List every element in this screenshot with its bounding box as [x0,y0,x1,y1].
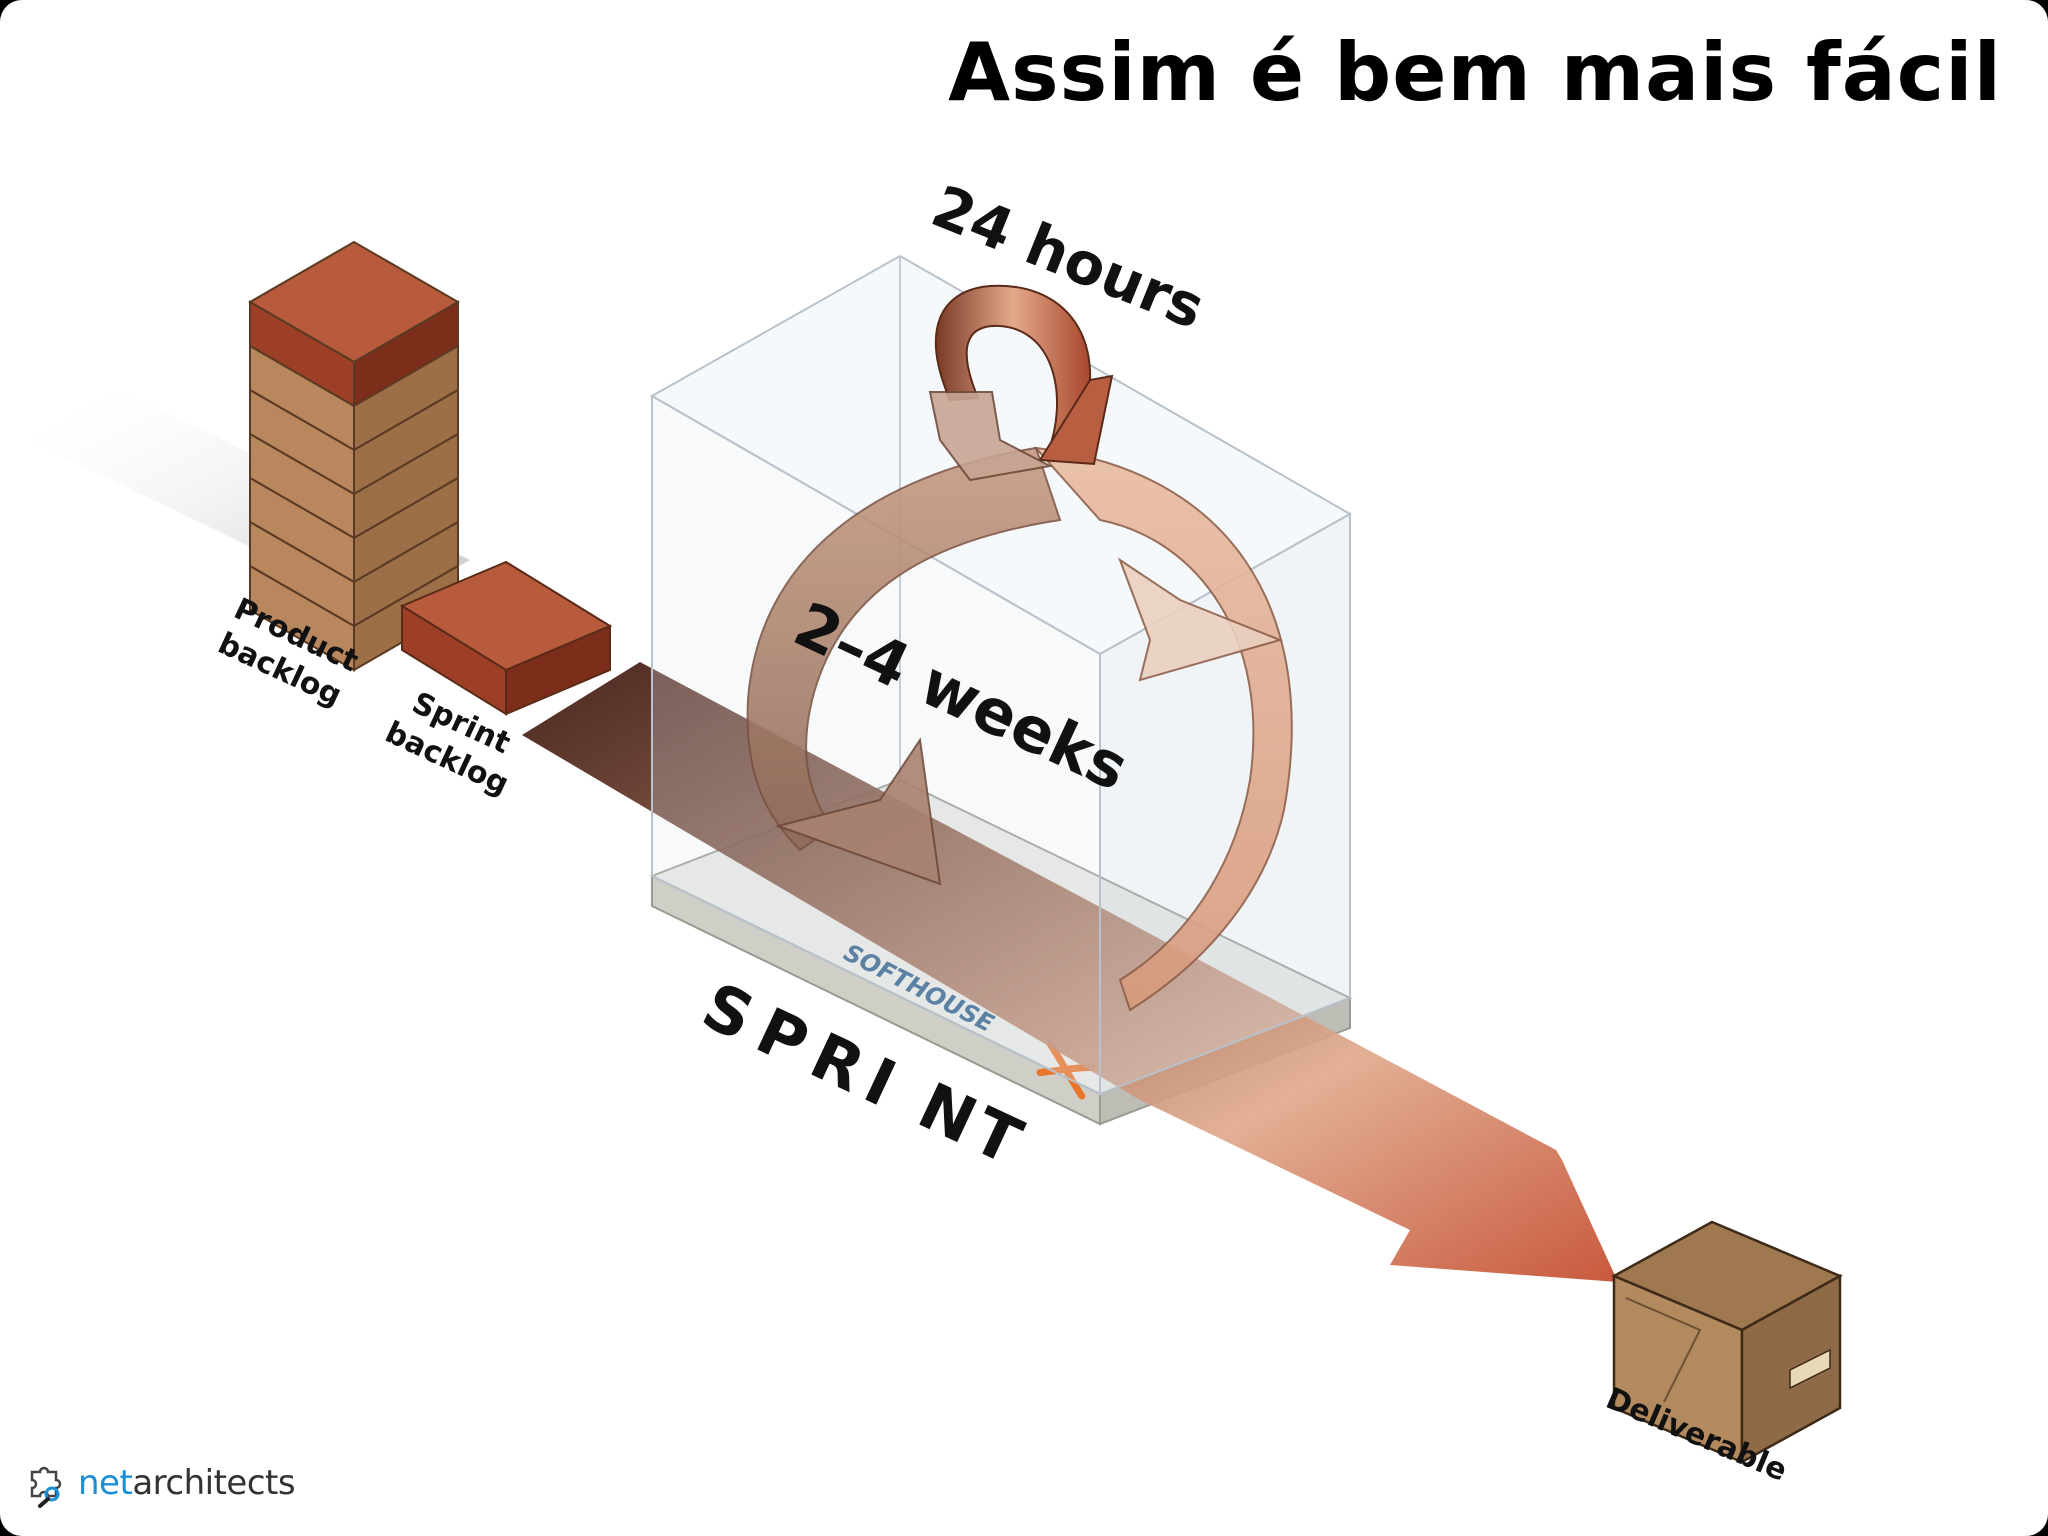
puzzle-icon [30,1466,62,1508]
logo-text-suffix: architects [132,1463,296,1503]
deliverable-box [1611,1220,1843,1465]
sprint-backlog-block [399,560,613,716]
slide-title: Assim é bem mais fácil [948,26,2002,119]
logo-text: netarchitects [78,1463,296,1503]
sprint-cycle-arrow [746,446,1293,1012]
netarchitects-logo: netarchitects [22,1458,296,1508]
logo-text-prefix: net [78,1463,133,1503]
product-backlog-stack [247,240,461,672]
daily-cycle-arrow [928,284,1114,482]
